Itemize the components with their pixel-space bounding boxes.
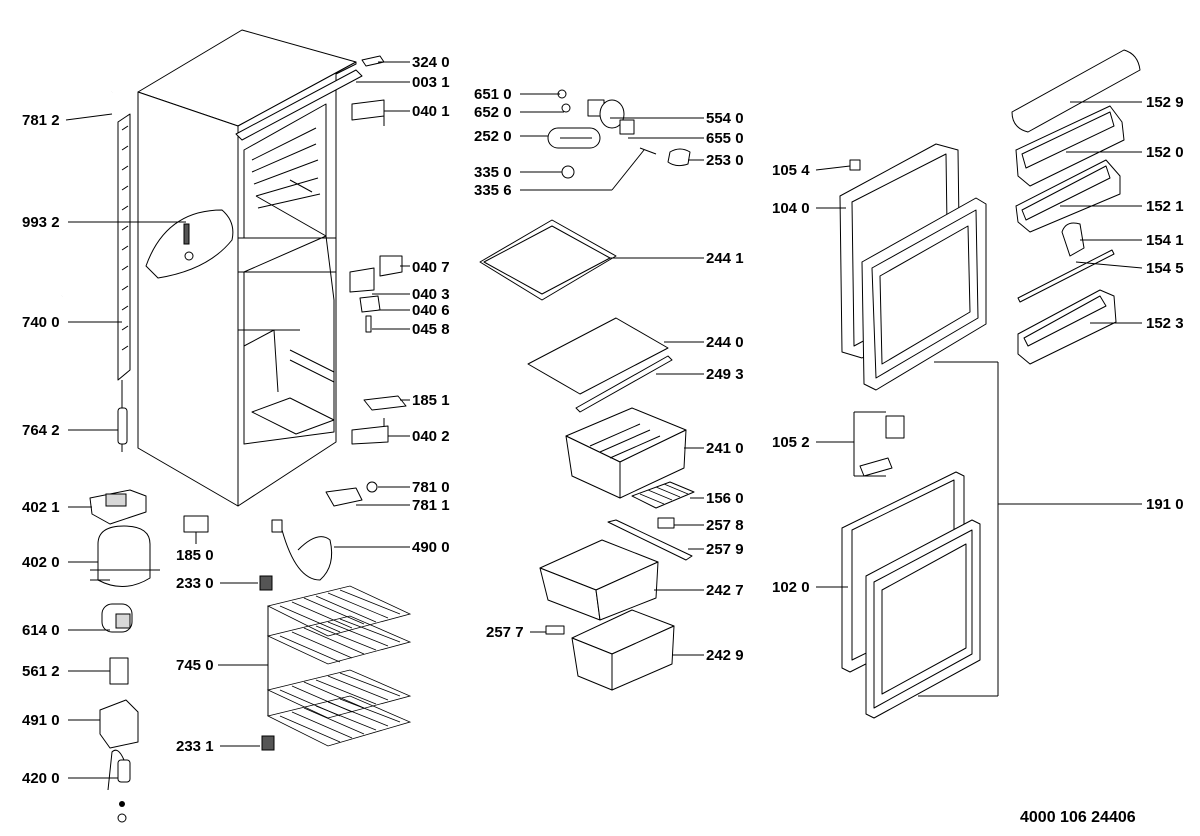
drawer-2427 — [539, 539, 659, 621]
callout-2440: 244 0 — [706, 334, 744, 351]
callout-2578: 257 8 — [706, 517, 744, 534]
compressor-group — [89, 489, 209, 823]
wire-shelves — [266, 585, 412, 747]
callout-1054: 105 4 — [772, 162, 810, 179]
callout-7450: 745 0 — [176, 657, 214, 674]
callout-4200: 420 0 — [22, 770, 60, 787]
callout-1052: 105 2 — [772, 434, 810, 451]
callout-6140: 614 0 — [22, 622, 60, 639]
callout-0403: 040 3 — [412, 286, 450, 303]
callout-5612: 561 2 — [22, 663, 60, 680]
callout-0458: 045 8 — [412, 321, 450, 338]
callout-3240: 324 0 — [412, 54, 450, 71]
callout-9932: 993 2 — [22, 214, 60, 231]
callout-labels: 324 0 003 1 040 1 781 2 993 2 740 0 040 … — [22, 54, 1184, 787]
callout-6510: 651 0 — [474, 86, 512, 103]
hinge-0401 — [351, 99, 385, 126]
callout-2520: 252 0 — [474, 128, 512, 145]
callout-1910: 191 0 — [1146, 496, 1184, 513]
callout-3350: 335 0 — [474, 164, 512, 181]
callout-4900: 490 0 — [412, 539, 450, 556]
callout-0401: 040 1 — [412, 103, 450, 120]
callout-4020: 402 0 — [22, 554, 60, 571]
callout-7642: 764 2 — [22, 422, 60, 439]
callout-2441: 244 1 — [706, 250, 744, 267]
callout-2427: 242 7 — [706, 582, 744, 599]
callout-0402: 040 2 — [412, 428, 450, 445]
lower-door — [841, 471, 981, 719]
callout-2331: 233 1 — [176, 738, 214, 755]
callout-1040: 104 0 — [772, 200, 810, 217]
upper-door — [839, 143, 987, 391]
callout-7811: 781 1 — [412, 497, 450, 514]
callout-3356: 335 6 — [474, 182, 512, 199]
leader-lines — [65, 61, 1143, 779]
document-number: 4000 106 24406 — [1020, 809, 1136, 826]
callout-0031: 003 1 — [412, 74, 450, 91]
callout-5540: 554 0 — [706, 110, 744, 127]
door-shelves — [1011, 49, 1141, 365]
condenser — [117, 113, 131, 381]
callout-2577: 257 7 — [486, 624, 524, 641]
callout-2530: 253 0 — [706, 152, 744, 169]
callout-1545: 154 5 — [1146, 260, 1184, 277]
cabinet — [137, 29, 363, 507]
callout-2579: 257 9 — [706, 541, 744, 558]
callout-6550: 655 0 — [706, 130, 744, 147]
callout-1850: 185 0 — [176, 547, 214, 564]
callout-7400: 740 0 — [22, 314, 60, 331]
callout-1560: 156 0 — [706, 490, 744, 507]
callout-1851: 185 1 — [412, 392, 450, 409]
callout-0406: 040 6 — [412, 302, 450, 319]
callout-4021: 402 1 — [22, 499, 60, 516]
drawer-2429 — [571, 609, 675, 691]
callout-4910: 491 0 — [22, 712, 60, 729]
callout-1523: 152 3 — [1146, 315, 1184, 332]
callout-1541: 154 1 — [1146, 232, 1184, 249]
callout-2330: 233 0 — [176, 575, 214, 592]
filter-drier — [117, 380, 128, 452]
callout-0407: 040 7 — [412, 259, 450, 276]
callout-2493: 249 3 — [706, 366, 744, 383]
callout-7810: 781 0 — [412, 479, 450, 496]
callout-1529: 152 9 — [1146, 94, 1184, 111]
callout-2429: 242 9 — [706, 647, 744, 664]
callout-7812: 781 2 — [22, 112, 60, 129]
callout-1020: 102 0 — [772, 579, 810, 596]
callout-6520: 652 0 — [474, 104, 512, 121]
thermostat-group — [547, 89, 691, 179]
callout-2410: 241 0 — [706, 440, 744, 457]
crisper-2410 — [565, 407, 687, 499]
callout-1520: 152 0 — [1146, 144, 1184, 161]
callout-1521: 152 1 — [1146, 198, 1184, 215]
